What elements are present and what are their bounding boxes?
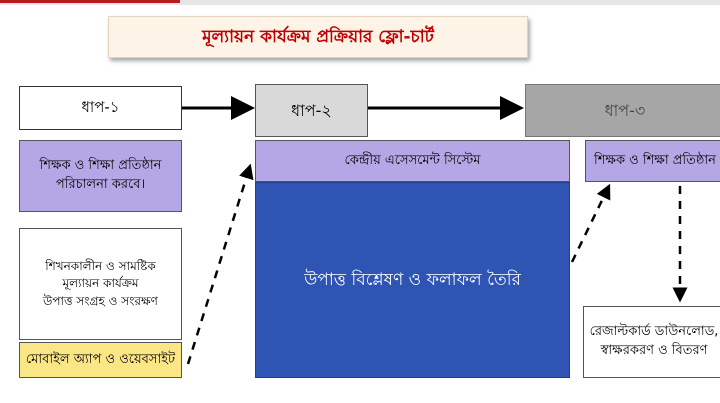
step-3-box: ধাপ-৩ — [525, 84, 720, 137]
top-strip — [0, 0, 720, 5]
data-collection-line-2: মূল্যায়ন কার্যক্রম — [62, 276, 139, 291]
step-1-box: ধাপ-১ — [19, 86, 182, 130]
flowchart-title: মূল্যায়ন কার্যক্রম প্রক্রিয়ার ফ্লো-চার… — [108, 16, 528, 58]
data-collection-line-3: উপাত্ত সংগ্রহ ও সংরক্ষণ — [43, 293, 158, 308]
result-card-text: রেজাল্টকার্ড ডাউনলোড, স্বাক্ষরকরণ ও বিতর… — [590, 323, 719, 361]
data-collection-text: শিখনকালীন ও সামষ্টিক মূল্যায়ন কার্যক্রম… — [43, 258, 158, 310]
step-2-box: ধাপ-২ — [255, 84, 368, 137]
result-card-line-2: স্বাক্ষরকরণ ও বিতরণ — [600, 343, 708, 358]
top-strip-accent — [0, 0, 180, 3]
central-assessment-system-box: কেন্দ্রীয় এসেসমেন্ট সিস্টেম — [255, 140, 570, 182]
result-card-box: রেজাল্টকার্ড ডাউনলোড, স্বাক্ষরকরণ ও বিতর… — [583, 306, 720, 378]
step-3-role-box: শিক্ষক ও শিক্ষা প্রতিষ্ঠান — [585, 140, 720, 182]
dashed-arrow-app-to-system — [186, 163, 254, 365]
data-collection-box: শিখনকালীন ও সামষ্টিক মূল্যায়ন কার্যক্রম… — [19, 228, 182, 340]
dashed-arrow-analysis-to-step3-role — [570, 183, 611, 263]
mobile-app-website-box: মোবাইল অ্যাপ ও ওয়েবসাইট — [19, 342, 182, 378]
result-card-line-1: রেজাল্টকার্ড ডাউনলোড, — [589, 324, 719, 340]
data-collection-line-1: শিখনকালীন ও সামষ্টিক — [45, 258, 156, 273]
data-analysis-box: উপাত্ত বিশ্লেষণ ও ফলাফল তৈরি — [255, 182, 570, 378]
step-1-role-box: শিক্ষক ও শিক্ষা প্রতিষ্ঠান পরিচালনা করবে… — [19, 140, 182, 212]
